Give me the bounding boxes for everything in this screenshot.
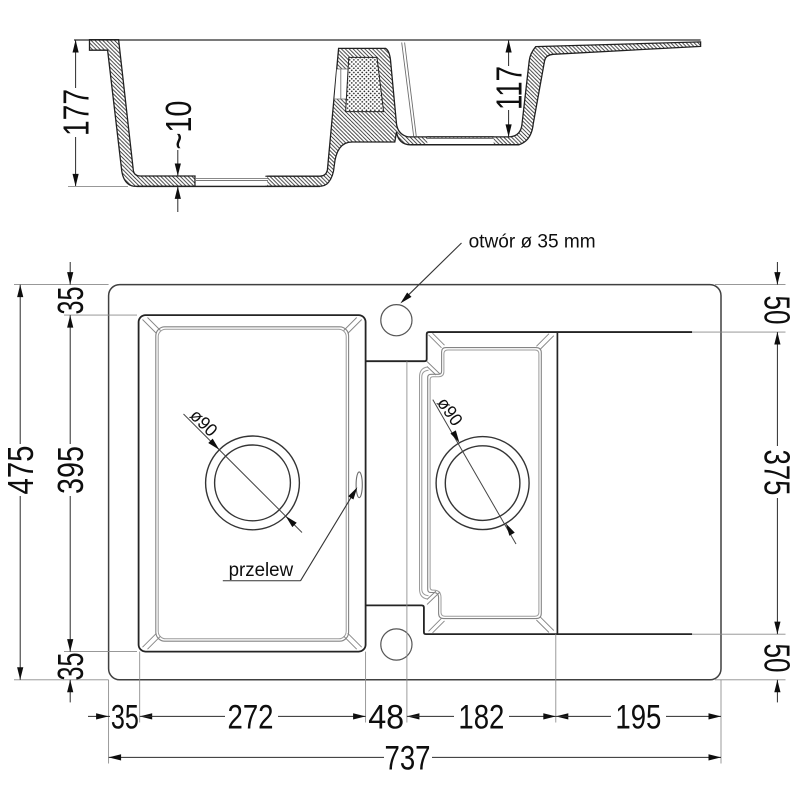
svg-text:~10: ~10 <box>158 101 199 150</box>
svg-text:35: 35 <box>111 698 139 736</box>
svg-text:475: 475 <box>0 446 41 495</box>
svg-text:395: 395 <box>50 446 91 494</box>
svg-text:50: 50 <box>756 644 797 673</box>
svg-text:117: 117 <box>489 66 530 110</box>
svg-text:przelew: przelew <box>229 560 294 581</box>
svg-text:48: 48 <box>368 698 404 736</box>
svg-text:375: 375 <box>756 450 797 496</box>
svg-text:272: 272 <box>228 698 274 736</box>
svg-text:182: 182 <box>458 698 504 736</box>
svg-text:50: 50 <box>756 296 797 325</box>
svg-text:195: 195 <box>615 698 661 736</box>
svg-text:177: 177 <box>56 89 97 136</box>
svg-text:35: 35 <box>50 287 91 315</box>
svg-text:otwór ø 35 mm: otwór ø 35 mm <box>469 232 596 253</box>
svg-text:35: 35 <box>50 653 91 681</box>
svg-text:737: 737 <box>385 739 431 777</box>
